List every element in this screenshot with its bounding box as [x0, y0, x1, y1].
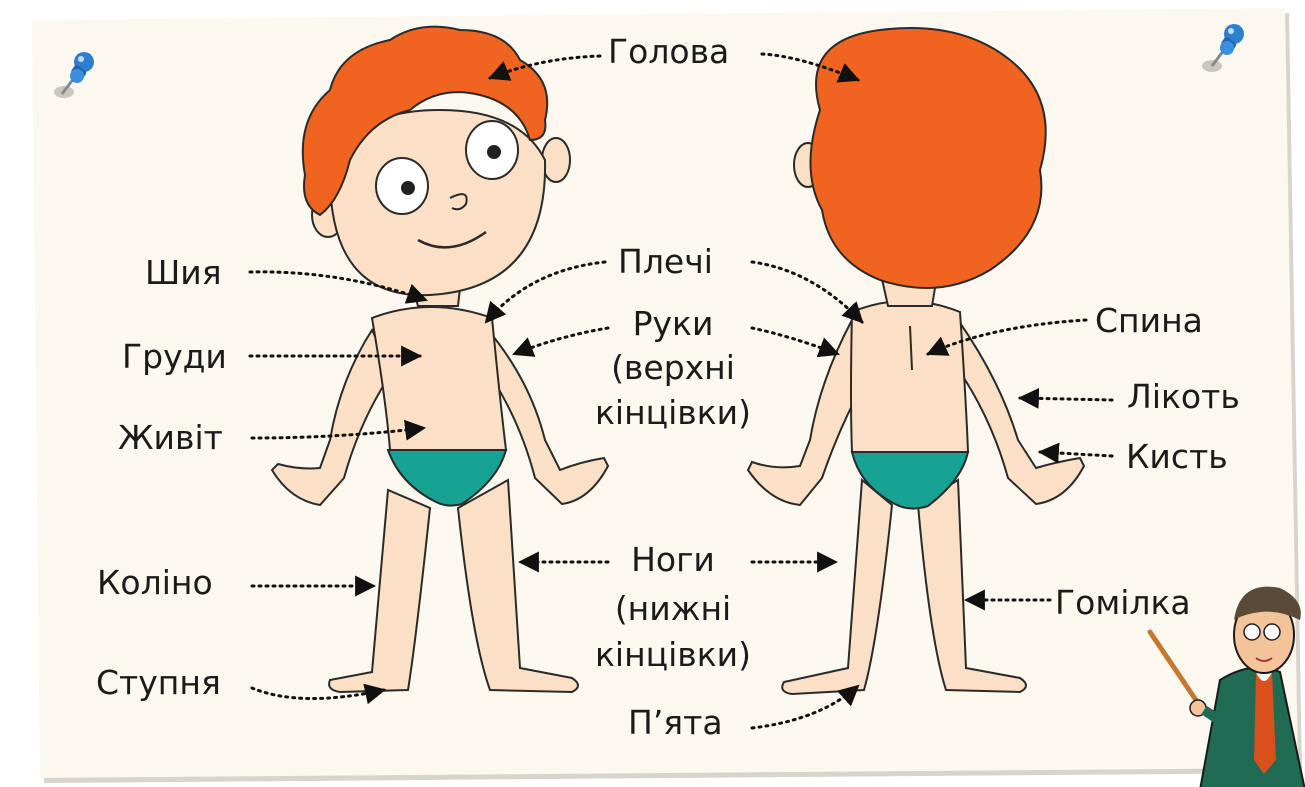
label-shin: Гомілка: [1055, 584, 1191, 622]
label-back: Спина: [1095, 302, 1203, 340]
label-hand: Кисть: [1126, 438, 1228, 476]
label-elbow: Лікоть: [1127, 378, 1240, 416]
label-arms-note-line1: (верхні: [588, 349, 758, 387]
label-shoulders: Плечі: [618, 243, 713, 281]
label-chest: Груди: [122, 338, 227, 376]
label-arms: Руки: [588, 305, 758, 343]
label-heel: П’ята: [628, 704, 723, 742]
label-arms-note-line2: кінцівки): [580, 394, 766, 432]
label-legs-note-line2: кінцівки): [580, 636, 766, 674]
label-legs: Ноги: [588, 541, 758, 579]
label-foot: Ступня: [96, 664, 221, 702]
label-knee: Коліно: [97, 564, 213, 602]
label-head: Голова: [608, 33, 729, 71]
label-neck: Шия: [145, 254, 222, 292]
label-legs-note-line1: (нижні: [588, 590, 758, 628]
label-belly: Живіт: [118, 419, 223, 457]
